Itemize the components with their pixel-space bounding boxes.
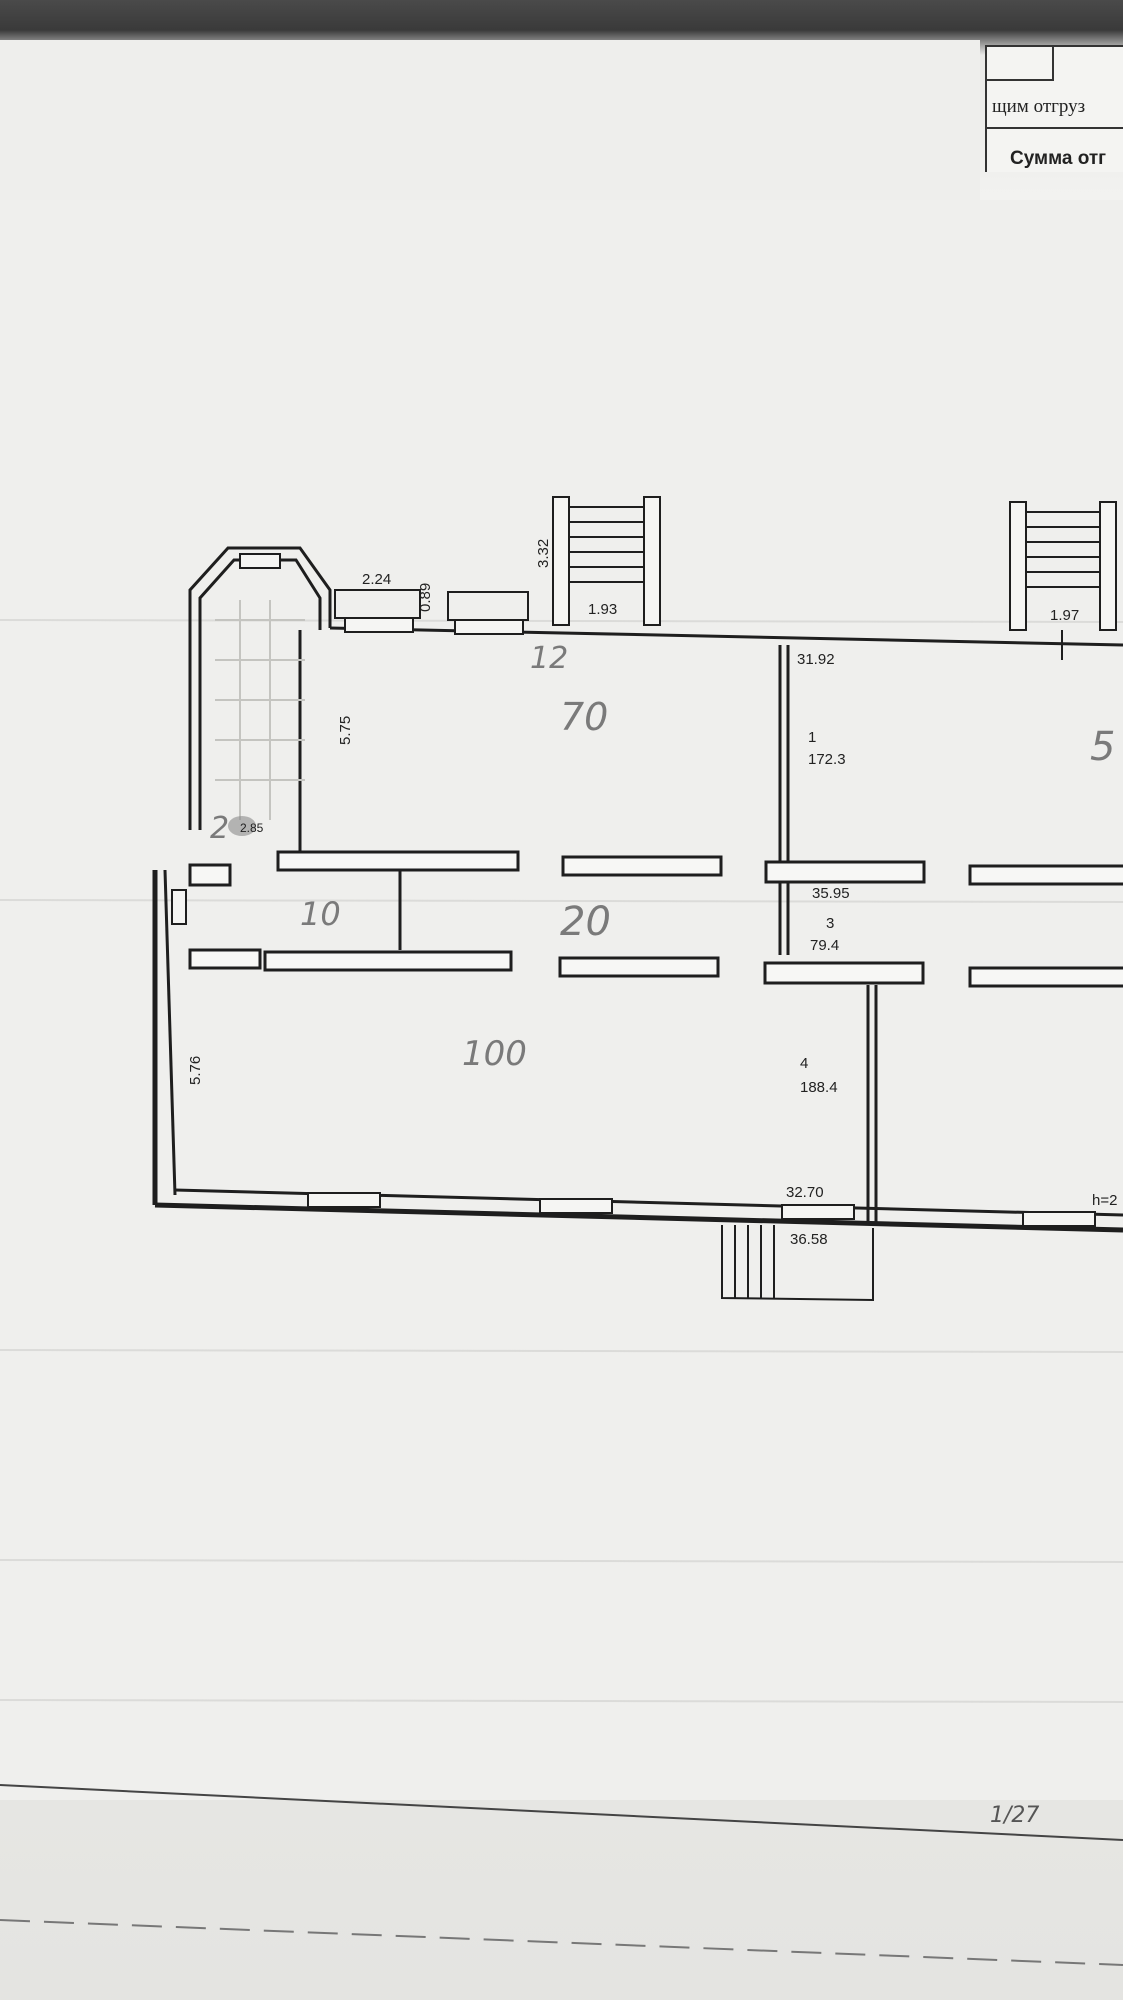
dim-north-wall: 31.92: [797, 651, 835, 668]
porch-left: [334, 589, 421, 619]
window-west: [171, 889, 187, 925]
hand-corridor: 20: [560, 899, 611, 945]
hand-stair-room: 2: [210, 811, 229, 846]
hand-top: 12: [530, 641, 568, 676]
stair-tower-outer: [188, 546, 332, 830]
dim-porch-gap: 0.89: [417, 583, 434, 612]
corridor-wall-lower-1: [263, 950, 513, 972]
window-south-4: [1022, 1211, 1096, 1227]
dim-room2-height: 5.75: [337, 716, 354, 745]
window-north-1: [344, 617, 414, 633]
porch-right: [447, 591, 529, 621]
back-sheet-row2: Сумма отг: [1010, 148, 1107, 169]
corridor-wall-lower-4: [968, 966, 1123, 988]
room1-area: 172.3: [808, 751, 846, 768]
window-south-2: [539, 1198, 613, 1214]
room4-area: 188.4: [800, 1079, 838, 1096]
window-south-3: [781, 1204, 855, 1220]
stair-north-right: [1009, 501, 1117, 660]
corridor-wall-upper-2: [561, 855, 723, 877]
hand-small-room: 10: [300, 895, 341, 933]
sheet-edge-dashed: [0, 1919, 1123, 1966]
window-south-1: [307, 1192, 381, 1208]
window-tower: [239, 553, 281, 569]
west-wall-inner: [163, 869, 177, 1196]
sheet-edge-line: [0, 1784, 1123, 1841]
corridor-wall-upper-3: [764, 860, 926, 884]
scan-streaks: [0, 619, 1123, 1703]
stair-tower-hatch: [215, 600, 305, 820]
corridor-wall-upper-4: [968, 864, 1123, 886]
corridor-walls: [188, 850, 1123, 988]
corridor-wall-upper-1: [276, 850, 520, 872]
hand-room-upper: 70: [560, 695, 608, 739]
room4-number: 4: [800, 1055, 808, 1072]
stair-south: [721, 1225, 874, 1302]
windows: [171, 553, 1096, 1227]
dim-height: h=2: [1092, 1192, 1117, 1209]
dim-stair-right-width: 1.97: [1050, 607, 1079, 624]
dim-south-outer: 36.58: [790, 1231, 828, 1248]
dim-stair-left-height: 3.32: [535, 539, 552, 568]
south-wall: [154, 1202, 1123, 1233]
dim-corridor: 35.95: [812, 885, 850, 902]
stair-landing-wall: [188, 863, 232, 887]
back-sheet-row1: щим отгруз: [992, 96, 1086, 117]
room3-number: 3: [826, 915, 834, 932]
corridor-wall-lower-2: [558, 956, 720, 978]
room1-number: 1: [808, 729, 816, 746]
room3-area: 79.4: [810, 937, 839, 954]
window-north-2: [454, 619, 524, 635]
corridor-wall-lower-3: [763, 961, 925, 985]
room10-wall: [188, 948, 262, 970]
dim-south-inner: 32.70: [786, 1184, 824, 1201]
dim-porch-left: 2.24: [362, 571, 391, 588]
back-sheet-table: [985, 45, 1123, 172]
dim-stair-room-area: 2.85: [240, 821, 264, 835]
stair-room-area-mark: [228, 816, 256, 836]
hand-bottom-note: 1/27: [990, 1803, 1039, 1828]
hand-right-edge: 5: [1090, 724, 1115, 770]
walls: [152, 546, 1123, 1233]
stair-north-left: [552, 496, 661, 626]
paper-sheet-main: [0, 200, 1123, 1800]
dim-room4-height: 5.76: [187, 1056, 204, 1085]
porches: [334, 589, 529, 621]
dim-stair-left-width: 1.93: [588, 601, 617, 618]
paper-sheet-top: [0, 40, 980, 200]
hand-lower-room: 100: [462, 1034, 527, 1074]
